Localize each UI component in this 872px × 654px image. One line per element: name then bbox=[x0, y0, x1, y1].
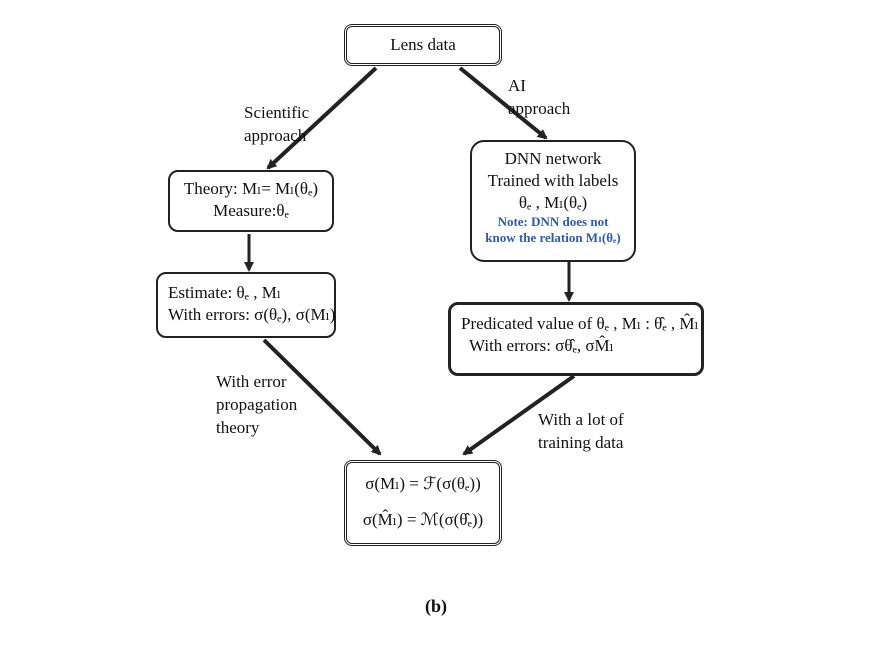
label-scientific-line1: Scientific bbox=[244, 103, 310, 122]
result-line1: σ(Mₗ) = ℱ(σ(θₑ)) bbox=[365, 474, 481, 493]
label-ai-approach: AI approach bbox=[508, 74, 570, 120]
label-error-propagation: With error propagation theory bbox=[216, 370, 297, 439]
figure-caption: (b) bbox=[425, 596, 447, 616]
theory-line2: Measure:θₑ bbox=[213, 201, 289, 220]
arrow-estimate-to-result bbox=[262, 338, 382, 456]
dnn-box: DNN network Trained with labels θₑ , Mₗ(… bbox=[470, 140, 636, 262]
label-error-line1: With error bbox=[216, 372, 287, 391]
dnn-line2: Trained with labels bbox=[487, 171, 619, 190]
estimate-box: Estimate: θₑ , Mₗ With errors: σ(θₑ), σ(… bbox=[156, 272, 336, 338]
estimate-line1: Estimate: θₑ , Mₗ bbox=[168, 283, 281, 302]
estimate-line2: With errors: σ(θₑ), σ(Mₗ) bbox=[168, 305, 336, 324]
label-training-line2: training data bbox=[538, 433, 624, 452]
dnn-note2: know the relation Mₗ(θₑ) bbox=[485, 230, 621, 245]
arrow-to-dnn bbox=[458, 66, 548, 140]
theory-line1: Theory: Mₗ= Mₗ(θₑ) bbox=[183, 179, 319, 198]
predicted-box: Predicated value of θₑ , Mₗ : θ̂ₑ , M̂ₗ … bbox=[448, 302, 704, 376]
predicted-line2: With errors: σθ̂ₑ, σM̂ₗ bbox=[469, 336, 614, 355]
label-ai-line2: approach bbox=[508, 99, 571, 118]
label-scientific-line2: approach bbox=[244, 126, 307, 145]
theory-box: Theory: Mₗ= Mₗ(θₑ) Measure:θₑ bbox=[168, 170, 334, 232]
arrow-to-theory bbox=[266, 66, 378, 170]
dnn-line3: θₑ , Mₗ(θₑ) bbox=[518, 193, 588, 212]
label-scientific-approach: Scientific approach bbox=[244, 101, 309, 147]
label-error-line2: propagation bbox=[216, 395, 298, 414]
dnn-note1: Note: DNN does not bbox=[497, 214, 609, 229]
result-box: σ(Mₗ) = ℱ(σ(θₑ)) σ(M̂ₗ) = ℳ(σ(θ̂ₑ)) bbox=[344, 460, 502, 546]
dnn-line1: DNN network bbox=[504, 149, 602, 168]
result-line2: σ(M̂ₗ) = ℳ(σ(θ̂ₑ)) bbox=[362, 510, 484, 529]
label-training-data: With a lot of training data bbox=[538, 408, 624, 454]
predicted-line1: Predicated value of θₑ , Mₗ : θ̂ₑ , M̂ₗ bbox=[461, 314, 699, 333]
lens-data-label: Lens data bbox=[390, 35, 456, 54]
label-training-line1: With a lot of bbox=[538, 410, 624, 429]
arrow-predicted-to-result bbox=[462, 374, 576, 456]
label-ai-line1: AI bbox=[508, 76, 526, 95]
label-error-line3: theory bbox=[216, 418, 260, 437]
lens-data-box: Lens data bbox=[344, 24, 502, 66]
